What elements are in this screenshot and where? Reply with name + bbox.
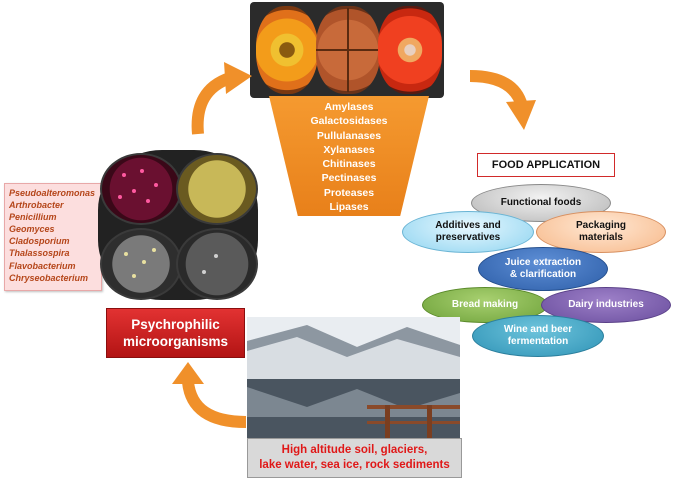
enzyme-item: Proteases (323, 186, 375, 199)
enzyme-item: Pectinases (321, 172, 377, 185)
microorganism-item: Pseudoalteromonas (9, 188, 96, 198)
enzyme-item: Galactosidases (310, 115, 388, 128)
psychrophilic-line1: Psychrophilic (131, 317, 220, 332)
wine-ellipse: Wine and beer fermentation (472, 315, 604, 357)
additives-ellipse: Additives and preservatives (402, 211, 534, 253)
enzyme-box (269, 96, 429, 216)
psychrophilic-line2: microorganisms (122, 334, 229, 349)
curved-arrow-icon (188, 56, 256, 138)
curved-arrow-icon (470, 62, 542, 134)
food-application-title: FOOD APPLICATION (477, 153, 615, 177)
enzyme-list: Amylases Galactosidases Pullulanases Xyl… (269, 100, 429, 214)
juice-label: Juice extraction & clarification (504, 257, 582, 280)
petri-dish-yellow (176, 153, 258, 225)
habitat-line2: lake water, sea ice, rock sediments (259, 459, 450, 471)
microorganism-item: Flavobacterium (9, 260, 76, 271)
microorganism-item: Penicillium (9, 212, 57, 223)
petri-dish-grey (100, 228, 182, 300)
microorganism-item: Cladosporium (9, 236, 70, 247)
curved-arrow-icon (170, 360, 248, 434)
functional-foods-label: Functional foods (500, 197, 582, 208)
juice-ellipse: Juice extraction & clarification (478, 247, 608, 291)
enzyme-item: Xylanases (323, 143, 375, 156)
wine-label: Wine and beer fermentation (503, 324, 573, 347)
plate-divider (347, 8, 349, 92)
microorganism-item: Thalassospira (9, 248, 70, 259)
microorganism-item: Chryseobacterium (9, 272, 89, 283)
packaging-label: Packaging materials (575, 220, 627, 243)
psychrophilic-box: Psychrophilic microorganisms (106, 308, 245, 358)
microorganism-item: Geomyces (9, 224, 55, 235)
habitat-line1: High altitude soil, glaciers, (281, 444, 428, 456)
enzyme-plate-3 (378, 6, 442, 94)
enzyme-item: Amylases (324, 101, 374, 113)
petri-dish-pink (100, 153, 182, 225)
enzyme-item: Chitinases (322, 158, 376, 171)
landscape-photo (247, 317, 460, 445)
packaging-ellipse: Packaging materials (536, 211, 666, 253)
additives-label: Additives and preservatives (435, 220, 501, 243)
dairy-label: Dairy industries (568, 299, 644, 310)
microorganism-list: Pseudoalteromonas Arthrobacter Penicilli… (9, 187, 101, 284)
enzyme-item: Lipases (329, 201, 369, 214)
microorganism-box (4, 183, 102, 291)
bread-label: Bread making (451, 299, 519, 310)
enzyme-plate-1 (256, 6, 318, 94)
microorganism-item: Arthrobacter (9, 200, 64, 211)
enzyme-item: Pullulanases (316, 129, 382, 142)
habitat-box: High altitude soil, glaciers, lake water… (247, 438, 462, 478)
petri-dish-dark (176, 228, 258, 300)
